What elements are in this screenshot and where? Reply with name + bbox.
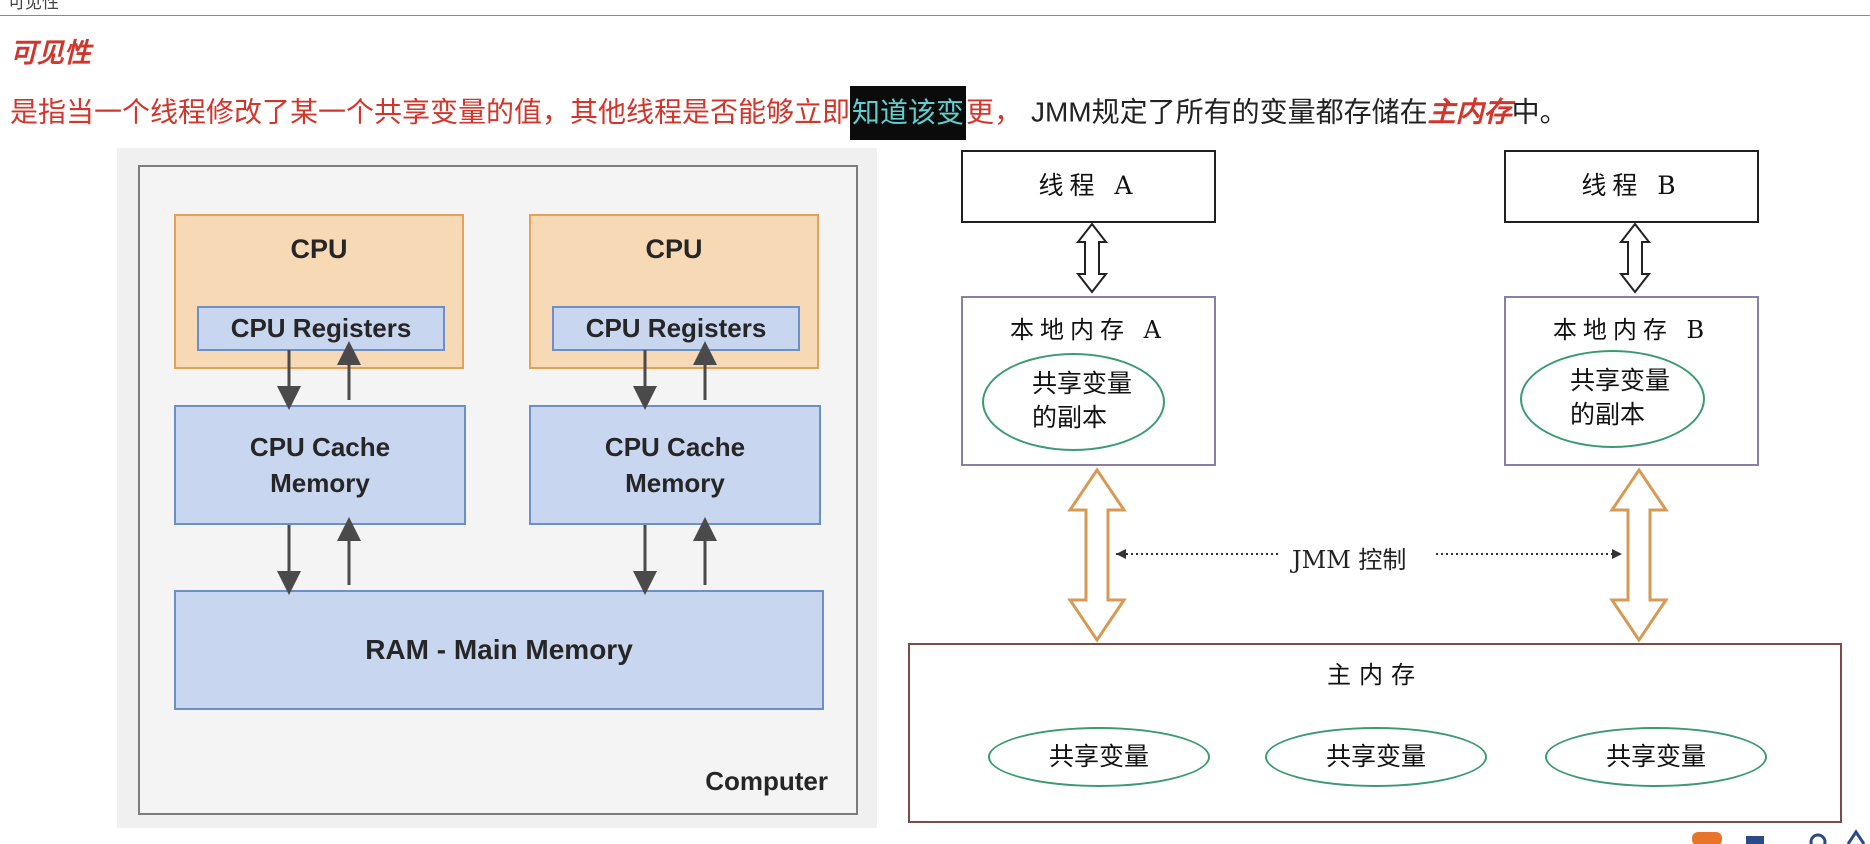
cpu-box-1: CPU CPU Registers	[174, 214, 464, 369]
ram-main-memory-box: RAM - Main Memory	[174, 590, 824, 710]
local-memory-b-box: 本地内存 B 共享变量 的副本	[1504, 296, 1759, 466]
jmm-control-arrow-a	[1067, 467, 1127, 643]
shared-copy-line1: 共享变量	[1570, 366, 1671, 395]
main-memory-emphasis: 主内存	[1427, 95, 1512, 129]
cpu-registers-box: CPU Registers	[197, 306, 445, 351]
text-selection-highlight[interactable]: 知道该变	[850, 85, 967, 140]
shared-copy-line1: 共享变量	[1032, 369, 1133, 398]
definition-paragraph[interactable]: 是指当一个线程修改了某一个共享变量的值，其他线程是否能够立即知道该变更， JMM…	[10, 84, 1568, 140]
previous-heading-fragment: 可见性	[8, 0, 59, 13]
thread-a-double-arrow	[1075, 222, 1109, 294]
cache-label-line2: Memory	[625, 468, 725, 498]
thread-a-box: 线程 A	[961, 150, 1216, 223]
cpu-box-2: CPU CPU Registers	[529, 214, 819, 369]
search-icon	[1809, 833, 1827, 844]
cpu-cache-box-1: CPU Cache Memory	[174, 405, 466, 525]
definition-text-jmm: JMM	[1030, 96, 1092, 128]
definition-text-part2: 更，	[966, 95, 1023, 129]
toolbar-fragment[interactable]	[1688, 828, 1870, 844]
cpu-label: CPU	[645, 234, 703, 264]
shared-variable-ellipse-1: 共享变量	[988, 727, 1210, 787]
chevron-up-icon	[1846, 829, 1866, 844]
cache-label-line1: CPU Cache	[249, 432, 391, 462]
cache-label-line2: Memory	[270, 468, 370, 498]
definition-text-part5: 中。	[1511, 95, 1568, 129]
section-title: 可见性	[10, 38, 91, 69]
local-memory-a-title: 本地内存 A	[1010, 316, 1167, 344]
cache-label-line1: CPU Cache	[604, 432, 746, 462]
shared-copy-line2: 的副本	[1032, 403, 1108, 432]
header-divider	[0, 15, 1870, 16]
cpu-cache-box-2: CPU Cache Memory	[529, 405, 821, 525]
jmm-control-label: JMM 控制	[1288, 540, 1411, 575]
thread-b-box: 线程 B	[1504, 150, 1759, 223]
shared-variable-label: 共享变量	[1605, 742, 1706, 771]
local-memory-b-title: 本地内存 B	[1552, 316, 1711, 344]
definition-text-part4: 规定了所有的变量都存储在	[1091, 95, 1428, 129]
main-memory-box: 主内存 共享变量 共享变量 共享变量	[908, 643, 1842, 823]
jmm-control-arrow-b	[1609, 467, 1669, 643]
app-logo-icon	[1692, 832, 1722, 844]
shared-copy-ellipse-a: 共享变量 的副本	[982, 353, 1165, 451]
cpu-label: CPU	[290, 234, 348, 264]
shared-variable-ellipse-2: 共享变量	[1265, 727, 1487, 787]
cpu-registers-box: CPU Registers	[552, 306, 800, 351]
computer-label: Computer	[705, 766, 828, 796]
shared-copy-ellipse-b: 共享变量 的副本	[1520, 350, 1705, 448]
definition-text-part1: 是指当一个线程修改了某一个共享变量的值，其他线程是否能够立即	[10, 95, 851, 129]
shared-copy-line2: 的副本	[1570, 400, 1646, 429]
toolbar-glyph-icon	[1746, 836, 1764, 844]
shared-variable-label: 共享变量	[1048, 742, 1149, 771]
local-memory-a-box: 本地内存 A 共享变量 的副本	[961, 296, 1216, 466]
main-memory-title: 主内存	[1327, 661, 1423, 689]
jmm-arrows	[1067, 222, 1669, 643]
shared-variable-label: 共享变量	[1325, 742, 1426, 771]
thread-b-double-arrow	[1618, 222, 1652, 294]
computer-arrows	[277, 341, 717, 595]
shared-variable-ellipse-3: 共享变量	[1545, 727, 1767, 787]
